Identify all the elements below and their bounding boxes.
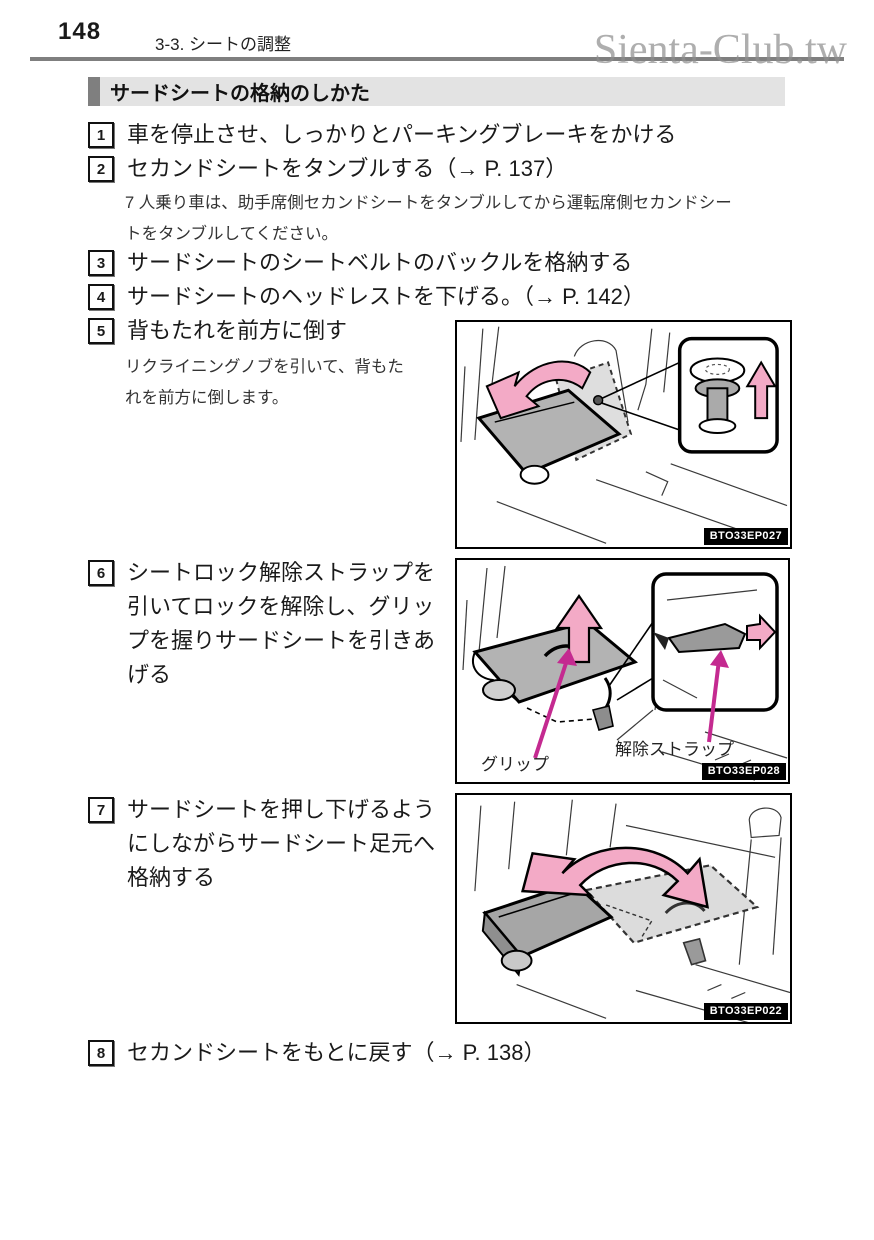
seat-illustration	[460, 326, 788, 544]
figure-pull-up-seat: グリップ 解除ストラップ BTO33EP028	[455, 558, 790, 784]
step-number: 3	[88, 250, 114, 276]
step-text: 背もたれを前方に倒す	[127, 318, 348, 343]
strap-drawing	[682, 937, 707, 966]
step-text: シートロック解除ストラップを引いてロックを解除し、グリップを握りサードシートを引…	[127, 560, 436, 687]
step-note: リクライニングノブを引いて、背もたれを前方に倒します。	[125, 358, 404, 407]
right-arrow-icon	[746, 613, 777, 651]
seat-illustration	[474, 799, 790, 1022]
section-title: 3-3. シートの調整	[155, 35, 292, 54]
section-heading: サードシートの格納のしかた	[88, 77, 785, 106]
step-row-4: 4 サードシートのヘッドレストを下げる。（→ P. 142）	[88, 280, 828, 314]
recline-knob-inset	[677, 336, 779, 454]
step-row-8: 8 セカンドシートをもとに戻す（→ P. 138）	[88, 1036, 828, 1070]
up-arrow-icon	[745, 360, 777, 420]
step-number: 4	[88, 284, 114, 310]
step-row-6: 6 シートロック解除ストラップを引いてロックを解除し、グリップを握りサードシート…	[88, 556, 449, 692]
figure-caption: BTO33EP027	[703, 528, 788, 545]
interior-lines	[460, 326, 788, 544]
step-text: 車を停止させ、しっかりとパーキングブレーキをかける	[127, 122, 677, 147]
step-note: 7 人乗り車は、助手席側セカンドシートをタンブルしてから運転席側セカンドシートを…	[125, 194, 732, 243]
figure-stow-seat: BTO33EP022	[455, 793, 792, 1024]
up-arrow-icon	[554, 594, 604, 664]
step-row-1: 1 車を停止させ、しっかりとパーキングブレーキをかける	[88, 118, 828, 152]
grip-handle	[664, 901, 706, 915]
pointer-arrow-grip	[533, 648, 577, 759]
seat-bolster	[500, 949, 533, 972]
release-strap-inset	[651, 572, 779, 712]
heading-accent-bar	[88, 77, 100, 106]
step-text: サードシートのシートベルトのバックルを格納する	[127, 250, 633, 275]
figure-label-grip: グリップ	[481, 755, 549, 774]
step-row-3: 3 サードシートのシートベルトのバックルを格納する	[88, 246, 828, 280]
recline-knob-dot	[592, 394, 604, 406]
step-text: セカンドシートをタンブルする（→ P. 137）	[127, 156, 568, 181]
step-text: サードシートのヘッドレストを下げる。（→ P. 142）	[127, 284, 645, 309]
step-number: 8	[88, 1040, 114, 1066]
step-row-5: 5 背もたれを前方に倒す	[88, 314, 448, 348]
strap-drawing	[667, 622, 747, 654]
figure-caption: BTO33EP022	[703, 1003, 788, 1020]
figure-label-strap: 解除ストラップ	[615, 740, 734, 759]
step-number: 6	[88, 560, 114, 586]
step-text: セカンドシートをもとに戻す（→ P. 138）	[127, 1040, 546, 1065]
figure-caption: BTO33EP028	[701, 763, 786, 780]
seat-bolster	[519, 464, 550, 485]
step-row-2: 2 セカンドシートをタンブルする（→ P. 137）	[88, 152, 828, 186]
release-strap	[591, 705, 614, 731]
step-text: サードシートを押し下げるようにしながらサードシート足元へ格納する	[127, 797, 436, 890]
heading-text: サードシートの格納のしかた	[110, 83, 370, 105]
fold-arrow-icon	[485, 360, 592, 420]
seat-illustration	[462, 565, 788, 781]
seat-bolster	[482, 679, 516, 701]
step-number: 7	[88, 797, 114, 823]
flip-arrow-icon	[521, 846, 710, 909]
figure-fold-backrest: BTO33EP027	[455, 320, 792, 549]
step-number: 5	[88, 318, 114, 344]
watermark: Sienta-Club.tw	[593, 27, 847, 73]
page-number: 148	[58, 18, 102, 45]
pointer-arrow-strap	[707, 650, 729, 743]
step-number: 1	[88, 122, 114, 148]
step-number: 2	[88, 156, 114, 182]
header-rule	[30, 57, 844, 61]
step-row-7: 7 サードシートを押し下げるようにしながらサードシート足元へ格納する	[88, 793, 449, 895]
